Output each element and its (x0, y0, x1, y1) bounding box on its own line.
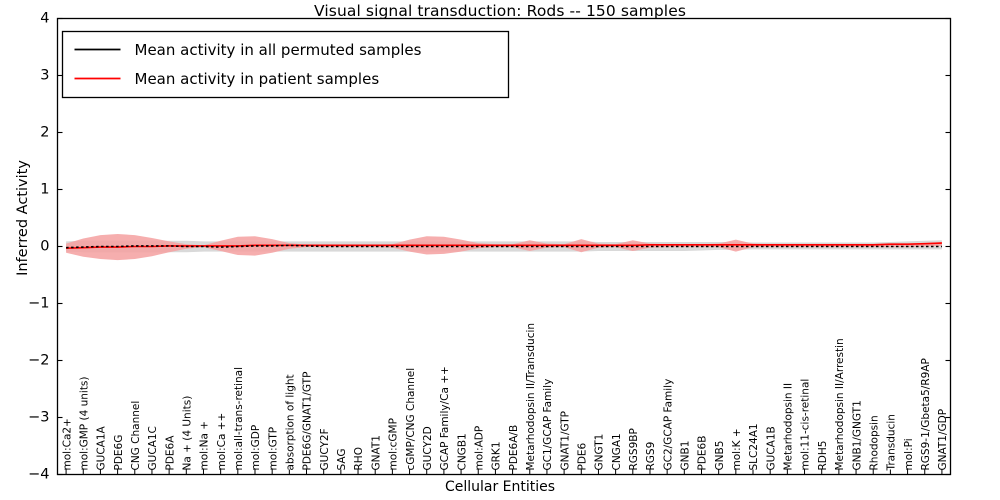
x-tick-label: GCAP Family/Ca ++ (439, 366, 451, 470)
x-tick-label: absorption of light (285, 374, 297, 470)
x-tick-label: CNGB1 (456, 433, 468, 470)
x-tick-label: mol:11-cis-retinal (800, 379, 812, 471)
x-tick-label: GUCA1A (96, 425, 108, 470)
x-tick-label: RDH5 (817, 441, 829, 471)
x-tick-label: PDE6A/B (508, 425, 520, 471)
patient-band (66, 233, 942, 261)
x-tick-label: GRK1 (491, 442, 503, 471)
y-tick-label: 4 (40, 11, 49, 27)
x-tick-label: GNB5 (714, 441, 726, 471)
y-tick-label: 0 (40, 239, 49, 255)
page-title: Visual signal transduction: Rods -- 150 … (314, 2, 686, 20)
x-tick-label: PDE6A (164, 435, 176, 471)
x-tick-label: GNAT1/GDP (937, 409, 949, 471)
x-tick-label: mol:Na + (199, 421, 211, 471)
y-tick-label: −3 (28, 410, 49, 426)
x-tick-label: mol:all-trans-retinal (233, 367, 245, 471)
x-tick-label: GNGT1 (594, 434, 606, 471)
x-tick-label: GNAT1/GTP (559, 411, 571, 471)
x-tick-label: mol:K + (731, 428, 743, 470)
y-tick-label: 2 (40, 125, 49, 141)
x-tick-label: RGS9 (645, 442, 657, 471)
x-tick-label: mol:GDP (250, 425, 262, 471)
x-tick-label: mol:Ca ++ (216, 413, 228, 471)
legend: Mean activity in all permuted samplesMea… (61, 30, 510, 99)
x-tick-label: GUCA1C (147, 426, 159, 470)
x-tick-label: Na + (4 Units) (182, 396, 194, 471)
x-tick-label: Transducin (886, 414, 898, 471)
permuted-mean-line (66, 244, 942, 249)
x-tick-label: Rhodopsin (868, 415, 880, 470)
y-tick-label: 1 (40, 182, 49, 198)
legend-label-2: Mean activity in patient samples (135, 70, 380, 88)
x-tick-label: GUCA1B (765, 426, 777, 470)
y-tick-label: −1 (28, 296, 49, 312)
x-tick-label: Metarhodopsin II/Transducin (525, 323, 537, 471)
y-tick-label: 3 (40, 68, 49, 84)
x-tick-label: RHO (353, 447, 365, 470)
x-tick-label: GNAT1 (370, 435, 382, 470)
x-tick-label: mol:GTP (267, 427, 279, 471)
x-tick-label: PDE6B (697, 436, 709, 471)
x-tick-label: RGS9BP (628, 428, 640, 470)
x-tick-label: GUCY2F (319, 428, 331, 470)
y-tick-label: −2 (28, 353, 49, 369)
x-tick-label: mol:GMP (4 units) (78, 377, 90, 471)
x-tick-label: GNB1/GNGT1 (851, 400, 863, 470)
x-tick-label: Metarhodopsin II (783, 383, 795, 471)
y-tick-label: −4 (28, 467, 49, 483)
legend-label-1: Mean activity in all permuted samples (135, 41, 422, 59)
x-tick-label: GC2/GCAP Family (662, 379, 674, 471)
x-tick-label: PDE6G/GNAT1/GTP (302, 372, 314, 471)
patient-mean-line (66, 242, 942, 250)
x-tick-label: SLC24A1 (748, 423, 760, 470)
x-tick-label: RGS9-1/Gbeta5/R9AP (920, 358, 932, 470)
x-tick-label: PDE6 (576, 442, 588, 470)
x-tick-label: GUCY2D (422, 426, 434, 470)
x-tick-label: CNG Channel (130, 401, 142, 471)
x-tick-label: Metarhodopsin II/Arrestin (834, 338, 846, 470)
x-tick-label: mol:Ca2+ (61, 418, 73, 470)
x-tick-label: GC1/GCAP Family (542, 379, 554, 471)
x-tick-label: mol:Pi (903, 438, 915, 470)
x-tick-label: SAG (336, 449, 348, 471)
x-tick-label: cGMP/CNG Channel (405, 368, 417, 471)
x-tick-label: PDE6G (113, 435, 125, 471)
x-tick-label: CNGA1 (611, 433, 623, 470)
x-tick-label: mol:cGMP (388, 418, 400, 470)
x-tick-label: mol:ADP (473, 426, 485, 471)
x-axis-label: Cellular Entities (444, 479, 556, 495)
legend-box (61, 30, 510, 99)
x-tick-label: GNB1 (680, 441, 692, 471)
